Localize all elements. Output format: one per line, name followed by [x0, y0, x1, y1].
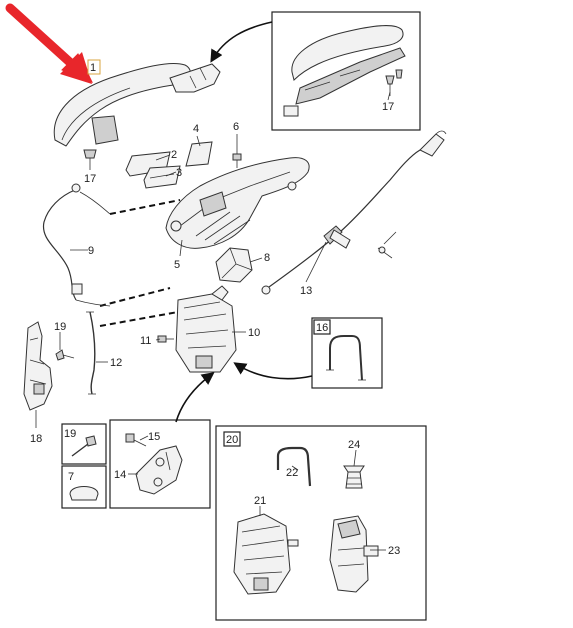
- screw-11: [157, 335, 174, 343]
- callout-10: 10: [248, 327, 260, 339]
- screw-6: [232, 153, 242, 168]
- part-19-box: [61, 423, 107, 465]
- callout-4: 4: [193, 123, 199, 135]
- callout-2: 2: [171, 149, 177, 161]
- rod-12: [86, 311, 96, 395]
- handle-carrier-5: [165, 157, 310, 249]
- bracket-8: [215, 247, 253, 283]
- callout-1: 1: [90, 62, 96, 74]
- part-20-box: [215, 425, 427, 621]
- callout-21: 21: [254, 495, 266, 507]
- callout-13: 13: [300, 285, 312, 297]
- part-20-label-box: [223, 431, 241, 447]
- striker-14: [135, 445, 183, 495]
- clip-16: [329, 335, 363, 381]
- gasket-4: [185, 141, 213, 167]
- exterior-door-handle: [53, 59, 221, 147]
- callout-8: 8: [264, 252, 270, 264]
- leader-lines: [35, 91, 391, 551]
- bumper-24: [343, 465, 365, 489]
- clip-22: [276, 446, 312, 487]
- cable-13: [261, 130, 447, 295]
- screw-17-left: [83, 149, 97, 168]
- callout-22: 22: [286, 467, 298, 479]
- callout-6: 6: [233, 121, 239, 133]
- screw-15: [125, 433, 147, 447]
- callout-24: 24: [348, 439, 360, 451]
- actuator-23: [329, 515, 379, 593]
- red-arrow-icon: [5, 3, 94, 84]
- callout-19-left: 19: [54, 321, 66, 333]
- part-16-box: [311, 317, 383, 389]
- callout-highlight-box: [87, 59, 101, 75]
- gasket-3: [143, 165, 181, 189]
- callout-20: 20: [226, 434, 238, 446]
- part-14-box: [109, 419, 211, 509]
- callout-14: 14: [114, 469, 126, 481]
- rivet-19: [71, 435, 97, 457]
- part-7-box: [61, 465, 107, 509]
- door-lock-10: [175, 285, 237, 373]
- handle-detail-inset: [271, 11, 421, 131]
- plug-7: [69, 486, 99, 501]
- callout-17-inset: 17: [382, 101, 394, 113]
- callout-5: 5: [174, 259, 180, 271]
- dashed-connector-1: [109, 199, 181, 215]
- callout-15: 15: [148, 431, 160, 443]
- callout-18: 18: [30, 433, 42, 445]
- pin-19: [55, 349, 75, 361]
- callout-19-box: 19: [64, 428, 76, 440]
- callout-3: 3: [176, 167, 182, 179]
- callout-7: 7: [68, 471, 74, 483]
- part-16-label-box: [313, 319, 331, 335]
- dashed-connector-3: [99, 311, 179, 327]
- inset-handle: [283, 25, 406, 117]
- callout-16: 16: [316, 322, 328, 334]
- callout-17-left: 17: [84, 173, 96, 185]
- callout-23: 23: [388, 545, 400, 557]
- lock-21: [233, 513, 299, 595]
- dashed-connector-2: [99, 287, 171, 307]
- bracket-18: [23, 321, 53, 411]
- callout-9: 9: [88, 245, 94, 257]
- cable-9: [42, 183, 111, 307]
- callout-11: 11: [140, 335, 151, 347]
- callout-12: 12: [110, 357, 122, 369]
